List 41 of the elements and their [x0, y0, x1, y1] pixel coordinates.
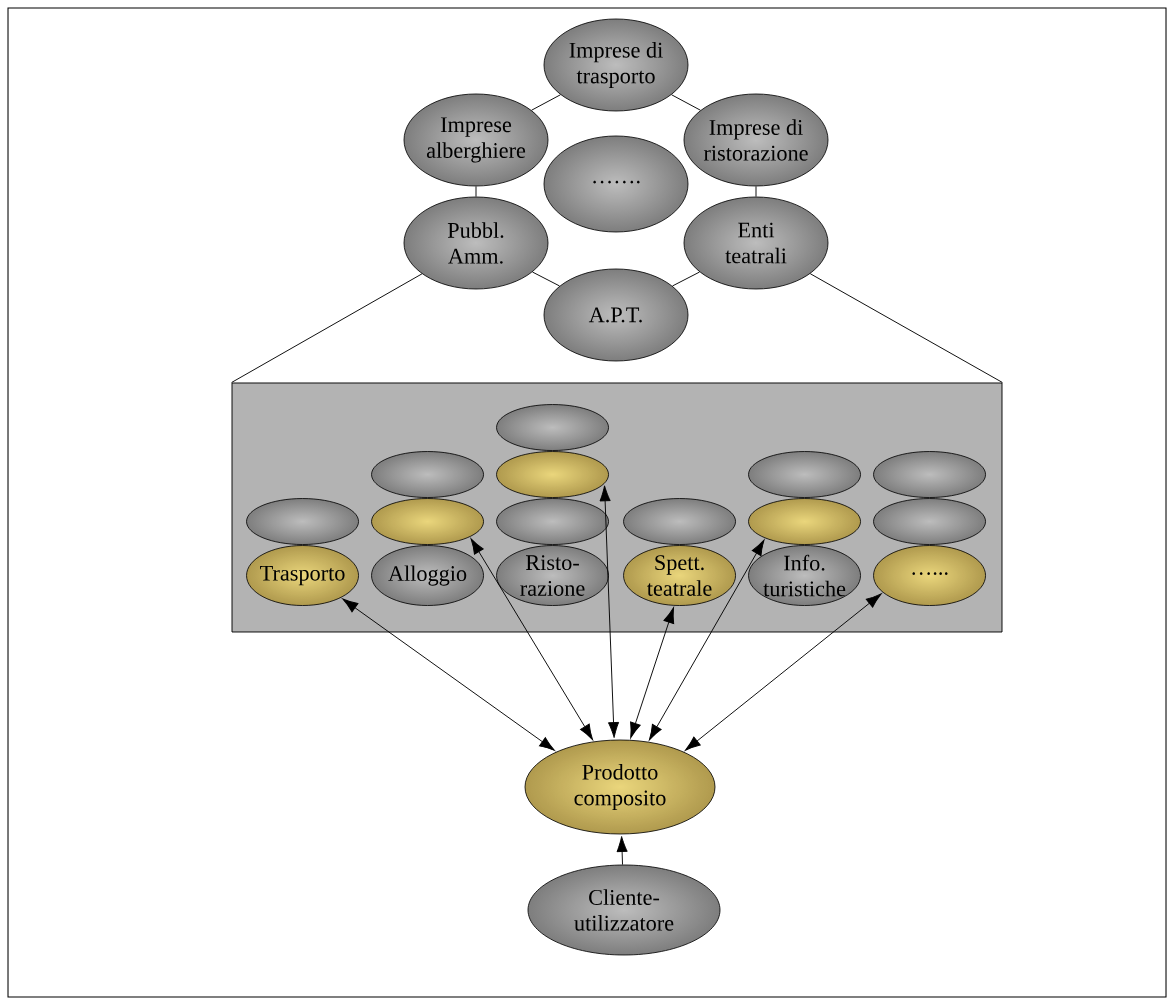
oval-node: …...	[873, 545, 986, 606]
oval-node	[873, 451, 986, 498]
oval-node: Cliente- utilizzatore	[527, 864, 721, 956]
oval-node: Trasporto	[246, 545, 359, 606]
oval-node	[246, 498, 359, 545]
connector-line	[672, 271, 700, 287]
connector-line	[671, 94, 701, 111]
double-arrow	[684, 593, 882, 751]
double-arrow	[648, 539, 765, 741]
oval-node	[496, 498, 609, 545]
oval-node: A.P.T.	[543, 268, 689, 362]
oval-node: Spett. teatrale	[623, 545, 736, 606]
connector-line	[809, 273, 1003, 383]
connector-line	[231, 273, 423, 383]
connector-line	[532, 271, 560, 287]
connector-line	[531, 94, 561, 111]
oval-node: Risto- razione	[496, 545, 609, 606]
oval-node: Imprese di ristorazione	[683, 93, 829, 187]
oval-node	[623, 498, 736, 545]
oval-node	[873, 498, 986, 545]
oval-node: …….	[543, 135, 689, 233]
oval-node	[496, 451, 609, 498]
oval-node	[748, 498, 861, 545]
connector-line	[755, 185, 757, 198]
oval-node: Imprese alberghiere	[403, 93, 549, 187]
double-arrow	[630, 607, 675, 739]
oval-node: Info. turistiche	[748, 545, 861, 606]
oval-node: Alloggio	[371, 545, 484, 606]
oval-node	[496, 404, 609, 451]
oval-node	[748, 451, 861, 498]
double-arrow	[599, 485, 620, 738]
oval-node: Enti teatrali	[683, 196, 829, 290]
oval-node	[371, 451, 484, 498]
oval-node: Imprese di trasporto	[543, 18, 689, 112]
oval-node: Prodotto composito	[524, 739, 716, 835]
oval-node: Pubbl. Amm.	[403, 196, 549, 290]
connector-line	[475, 185, 477, 198]
oval-node	[371, 498, 484, 545]
double-arrow	[342, 598, 556, 751]
double-arrow	[470, 538, 594, 741]
arrow	[616, 836, 628, 866]
